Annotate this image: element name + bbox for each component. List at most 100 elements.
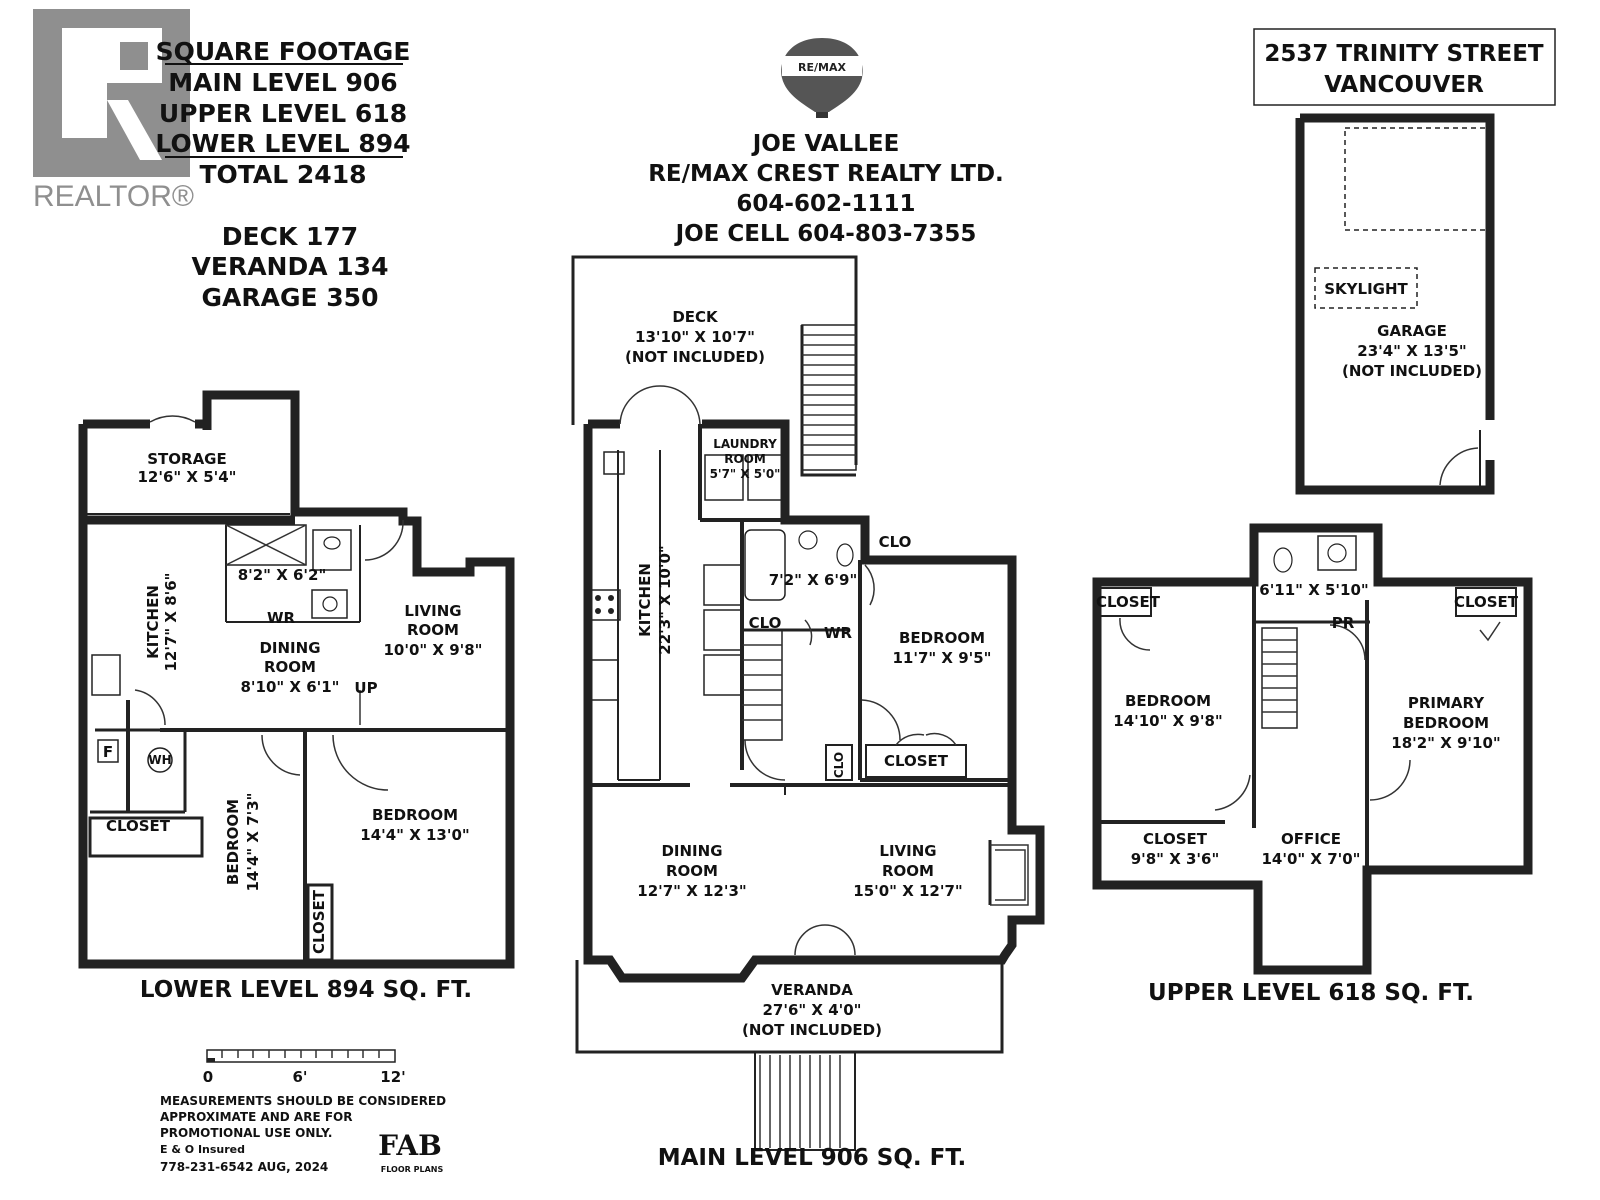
summary-lower: LOWER LEVEL 894 <box>155 129 410 158</box>
room-upper-bedroom-dim: 14'10" X 9'8" <box>1113 712 1222 730</box>
room-main-dining-name1: DINING <box>661 842 722 860</box>
summary-garage: GARAGE 350 <box>202 283 379 312</box>
lower-level-title: LOWER LEVEL 894 SQ. FT. <box>140 977 472 1003</box>
room-main-dining-name2: ROOM <box>666 862 718 880</box>
realtor-logo: REALTOR® <box>33 9 194 213</box>
room-veranda-note: (NOT INCLUDED) <box>742 1021 882 1039</box>
room-upper-bedroom-name: BEDROOM <box>1125 692 1211 710</box>
room-main-bedroom-name: BEDROOM <box>899 629 985 647</box>
room-upper-primary-name1: PRIMARY <box>1408 694 1485 712</box>
svg-text:FAB: FAB <box>378 1129 442 1162</box>
disclaimer-line4: E & O Insured <box>160 1143 245 1156</box>
room-lower-bedroom2-dim: 14'4" X 13'0" <box>360 826 469 844</box>
upper-level-plan: CLOSET 6'11" X 5'10" CLOSET BEDROOM 14'1… <box>1092 523 1533 975</box>
address-box: 2537 TRINITY STREET VANCOUVER <box>1253 28 1556 106</box>
disclaimer-line1: MEASUREMENTS SHOULD BE CONSIDERED <box>160 1094 446 1108</box>
room-garage-dim: 23'4" X 13'5" <box>1357 342 1466 360</box>
room-veranda-name: VERANDA <box>771 981 853 999</box>
room-lower-kitchen-dim: 12'7" X 8'6" <box>162 572 180 671</box>
room-upper-closet3-name: CLOSET <box>1143 830 1208 848</box>
room-main-bedroom-dim: 11'7" X 9'5" <box>892 649 991 667</box>
room-upper-closet1: CLOSET <box>1096 593 1161 611</box>
room-veranda-dim: 27'6" X 4'0" <box>762 1001 861 1019</box>
room-laundry-dim: 5'7" X 5'0" <box>710 467 781 481</box>
summary-title: SQUARE FOOTAGE <box>156 37 411 66</box>
room-main-clo2: CLO <box>879 533 912 551</box>
room-main-kitchen-name: KITCHEN <box>636 563 654 637</box>
remax-balloon-logo: RE/MAX <box>781 38 863 118</box>
room-garage-note: (NOT INCLUDED) <box>1342 362 1482 380</box>
room-lower-bedroom2-name: BEDROOM <box>372 806 458 824</box>
summary-upper: UPPER LEVEL 618 <box>159 99 407 128</box>
main-level-title: MAIN LEVEL 906 SQ. FT. <box>658 1145 967 1171</box>
scale-tick-12: 12' <box>380 1068 405 1086</box>
room-lower-closet1: CLOSET <box>106 817 171 835</box>
fab-floor-plans-logo: FAB FLOOR PLANS <box>378 1129 443 1174</box>
room-main-closet: CLOSET <box>884 752 949 770</box>
room-lower-bath-dim: 8'2" X 6'2" <box>238 566 327 584</box>
summary-deck: DECK 177 <box>222 222 358 251</box>
room-upper-office-dim: 14'0" X 7'0" <box>1261 850 1360 868</box>
room-lower-living-name1: LIVING <box>404 602 461 620</box>
room-main-clo3: CLO <box>832 752 846 778</box>
room-upper-pr: PR <box>1332 614 1355 632</box>
room-main-wr: WR <box>824 624 853 642</box>
room-lower-dining-name1: DINING <box>259 639 320 657</box>
room-upper-closet2: CLOSET <box>1454 593 1519 611</box>
scale-tick-0: 0 <box>203 1068 213 1086</box>
svg-text:REALTOR®: REALTOR® <box>33 180 194 213</box>
summary-main: MAIN LEVEL 906 <box>168 68 397 97</box>
room-deck-note: (NOT INCLUDED) <box>625 348 765 366</box>
disclaimer-line5: 778-231-6542 AUG, 2024 <box>160 1160 328 1174</box>
room-laundry-name1: LAUNDRY <box>713 437 777 451</box>
agent-phone: 604-602-1111 <box>736 191 915 217</box>
room-lower-up: UP <box>354 679 377 697</box>
room-skylight: SKYLIGHT <box>1324 280 1408 298</box>
room-storage-name: STORAGE <box>147 450 227 468</box>
room-lower-dining-dim: 8'10" X 6'1" <box>240 678 339 696</box>
agent-cell: JOE CELL 604-803-7355 <box>674 221 977 247</box>
main-level-plan <box>571 255 1045 1151</box>
room-lower-living-name2: ROOM <box>407 621 459 639</box>
address-line2: VANCOUVER <box>1324 72 1484 98</box>
square-footage-summary: SQUARE FOOTAGE MAIN LEVEL 906 UPPER LEVE… <box>155 37 410 312</box>
room-upper-closet3-dim: 9'8" X 3'6" <box>1131 850 1220 868</box>
room-lower-closet2: CLOSET <box>310 889 328 954</box>
room-main-living-name1: LIVING <box>879 842 936 860</box>
room-main-bath-dim: 7'2" X 6'9" <box>769 571 858 589</box>
room-upper-bath-dim: 6'11" X 5'10" <box>1259 581 1368 599</box>
lower-level-plan <box>78 390 515 969</box>
disclaimer-line2: APPROXIMATE AND ARE FOR <box>160 1110 352 1124</box>
room-lower-dining-name2: ROOM <box>264 658 316 676</box>
disclaimer-line3: PROMOTIONAL USE ONLY. <box>160 1126 332 1140</box>
room-lower-bedroom1-dim: 14'4" X 7'3" <box>244 792 262 891</box>
agent-info: JOE VALLEE RE/MAX CREST REALTY LTD. 604-… <box>648 131 1004 247</box>
room-upper-primary-dim: 18'2" X 9'10" <box>1391 734 1500 752</box>
scale-tick-6: 6' <box>292 1068 307 1086</box>
room-main-dining-dim: 12'7" X 12'3" <box>637 882 746 900</box>
lower-level-labels: STORAGE 12'6" X 5'4" KITCHEN 12'7" X 8'6… <box>103 450 483 954</box>
room-deck-dim: 13'10" X 10'7" <box>635 328 755 346</box>
room-garage-name: GARAGE <box>1377 322 1447 340</box>
upper-level-title: UPPER LEVEL 618 SQ. FT. <box>1148 980 1474 1006</box>
room-lower-f: F <box>103 743 113 761</box>
svg-text:RE/MAX: RE/MAX <box>798 61 846 74</box>
room-deck-name: DECK <box>672 308 719 326</box>
disclaimer: MEASUREMENTS SHOULD BE CONSIDERED APPROX… <box>160 1094 446 1174</box>
room-upper-primary-name2: BEDROOM <box>1403 714 1489 732</box>
room-storage-dim: 12'6" X 5'4" <box>137 468 236 486</box>
room-main-living-name2: ROOM <box>882 862 934 880</box>
room-main-clo1: CLO <box>749 614 782 632</box>
svg-text:FLOOR PLANS: FLOOR PLANS <box>381 1165 444 1174</box>
room-main-kitchen-dim: 22'3" X 10'0" <box>656 545 674 654</box>
agent-company: RE/MAX CREST REALTY LTD. <box>648 161 1004 187</box>
agent-name: JOE VALLEE <box>751 131 900 157</box>
address-line1: 2537 TRINITY STREET <box>1264 41 1544 67</box>
room-upper-office-name: OFFICE <box>1281 830 1341 848</box>
room-lower-living-dim: 10'0" X 9'8" <box>383 641 482 659</box>
room-lower-bedroom1-name: BEDROOM <box>224 799 242 885</box>
main-level-labels: DECK 13'10" X 10'7" (NOT INCLUDED) LAUND… <box>625 308 991 1039</box>
room-lower-wr: WR <box>267 609 296 627</box>
